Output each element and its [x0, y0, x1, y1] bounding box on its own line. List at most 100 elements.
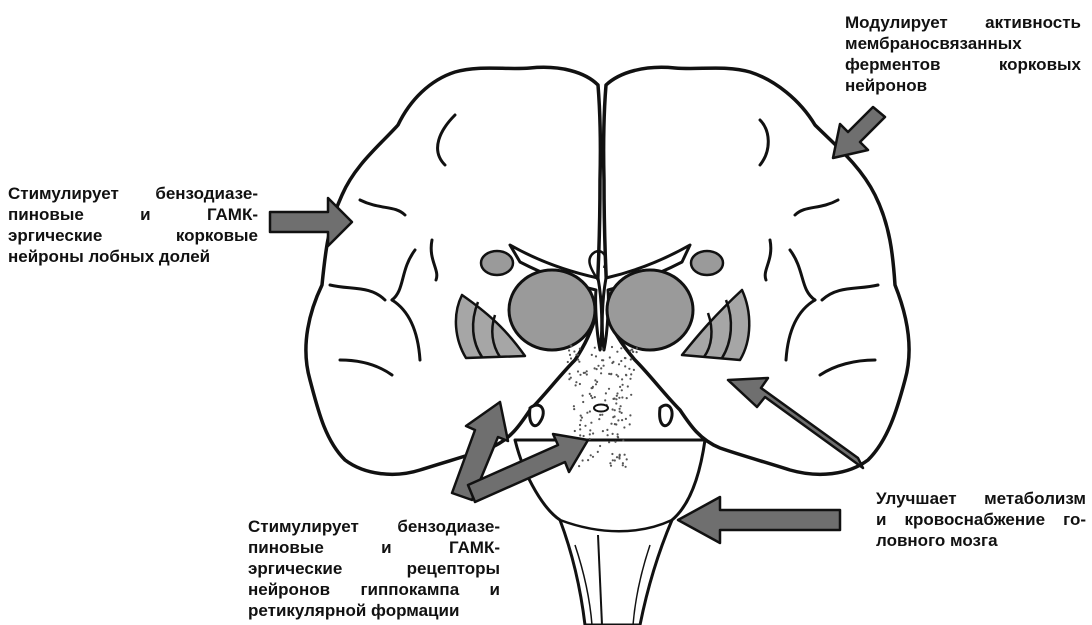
annotation-line: ретикулярной формации	[248, 600, 500, 621]
reticular-dot	[621, 389, 623, 391]
reticular-dot	[614, 423, 616, 425]
reticular-dot	[575, 381, 577, 383]
reticular-dot	[622, 439, 624, 441]
reticular-dot	[609, 356, 611, 358]
annotation-line: Стимулирует бензодиазе-	[8, 183, 258, 204]
annotation-line: мембраносвязанных	[845, 33, 1081, 54]
reticular-dot	[612, 361, 614, 363]
reticular-dot	[616, 351, 618, 353]
reticular-dot	[611, 453, 613, 455]
reticular-dot	[618, 397, 620, 399]
reticular-dot	[617, 419, 619, 421]
reticular-dot	[573, 350, 575, 352]
arrow-blood-supply	[678, 497, 840, 543]
reticular-dot	[616, 456, 618, 458]
reticular-dot	[591, 387, 593, 389]
reticular-dot	[614, 459, 616, 461]
reticular-dot	[570, 377, 572, 379]
reticular-dot	[592, 432, 594, 434]
reticular-dot	[614, 415, 616, 417]
reticular-dot	[587, 459, 589, 461]
reticular-dot	[581, 417, 583, 419]
reticular-dot	[604, 399, 606, 401]
reticular-dot	[570, 357, 572, 359]
reticular-dot	[596, 368, 598, 370]
reticular-dot	[615, 402, 617, 404]
reticular-dot	[625, 418, 627, 420]
reticular-dot	[577, 354, 579, 356]
annotation-line: ловного мозга	[876, 530, 1086, 551]
reticular-dot	[590, 454, 592, 456]
reticular-dot	[621, 396, 623, 398]
reticular-dot	[612, 408, 614, 410]
reticular-dot	[633, 369, 635, 371]
annotation-line: нейронов	[845, 75, 1081, 96]
left-caudate-nucleus	[481, 251, 513, 275]
reticular-dot	[619, 408, 621, 410]
reticular-dot	[620, 360, 622, 362]
reticular-dot	[614, 441, 616, 443]
reticular-dot	[622, 462, 624, 464]
reticular-dot	[608, 441, 610, 443]
reticular-dot	[600, 367, 602, 369]
annotation-top-right: Модулирует активность мембраносвязанных …	[845, 12, 1081, 96]
reticular-dot	[621, 419, 623, 421]
reticular-dot	[624, 365, 626, 367]
reticular-dot	[597, 451, 599, 453]
reticular-dot	[591, 354, 593, 356]
reticular-dot	[597, 365, 599, 367]
reticular-dot	[586, 373, 588, 375]
reticular-dot	[573, 408, 575, 410]
reticular-dot	[619, 386, 621, 388]
reticular-dot	[594, 379, 596, 381]
annotation-line: пиновые и ГАМК-	[8, 204, 258, 225]
reticular-dot	[610, 465, 612, 467]
reticular-dot	[621, 412, 623, 414]
reticular-dot	[574, 430, 576, 432]
reticular-dot	[610, 373, 612, 375]
annotation-line: Улучшает метаболизм	[876, 488, 1086, 509]
reticular-dot	[622, 384, 624, 386]
reticular-dot	[630, 373, 632, 375]
reticular-dot	[578, 361, 580, 363]
reticular-dot	[616, 392, 618, 394]
reticular-dot	[624, 454, 626, 456]
reticular-dot	[582, 401, 584, 403]
annotation-line: Модулирует активность	[845, 12, 1081, 33]
annotation-left: Стимулирует бензодиазе- пиновые и ГАМК- …	[8, 183, 258, 267]
reticular-dot	[636, 351, 638, 353]
annotation-bottom: Стимулирует бензодиазе- пиновые и ГАМК- …	[248, 516, 500, 621]
reticular-dot	[625, 466, 627, 468]
reticular-dot	[609, 462, 611, 464]
reticular-dot	[629, 378, 631, 380]
reticular-dot	[577, 370, 579, 372]
reticular-dot	[611, 346, 613, 348]
reticular-dot	[624, 357, 626, 359]
reticular-dot	[594, 396, 596, 398]
reticular-dot	[580, 415, 582, 417]
reticular-dot	[616, 374, 618, 376]
reticular-dot	[622, 464, 624, 466]
reticular-dot	[577, 359, 579, 361]
right-caudate-nucleus	[691, 251, 723, 275]
reticular-dot	[623, 426, 625, 428]
reticular-dot	[599, 445, 601, 447]
reticular-dot	[601, 414, 603, 416]
reticular-dot	[582, 395, 584, 397]
reticular-dot	[632, 351, 634, 353]
reticular-dot	[616, 395, 618, 397]
reticular-dot	[580, 419, 582, 421]
reticular-dot	[575, 384, 577, 386]
reticular-dot	[590, 422, 592, 424]
reticular-dot	[596, 381, 598, 383]
arrow-cortical-enzymes	[833, 107, 885, 158]
reticular-dot	[607, 434, 609, 436]
reticular-dot	[601, 359, 603, 361]
reticular-dot	[608, 373, 610, 375]
reticular-dot	[589, 410, 591, 412]
reticular-dot	[589, 433, 591, 435]
reticular-dot	[626, 458, 628, 460]
reticular-dot	[586, 412, 588, 414]
reticular-dot	[619, 411, 621, 413]
reticular-dot	[595, 383, 597, 385]
